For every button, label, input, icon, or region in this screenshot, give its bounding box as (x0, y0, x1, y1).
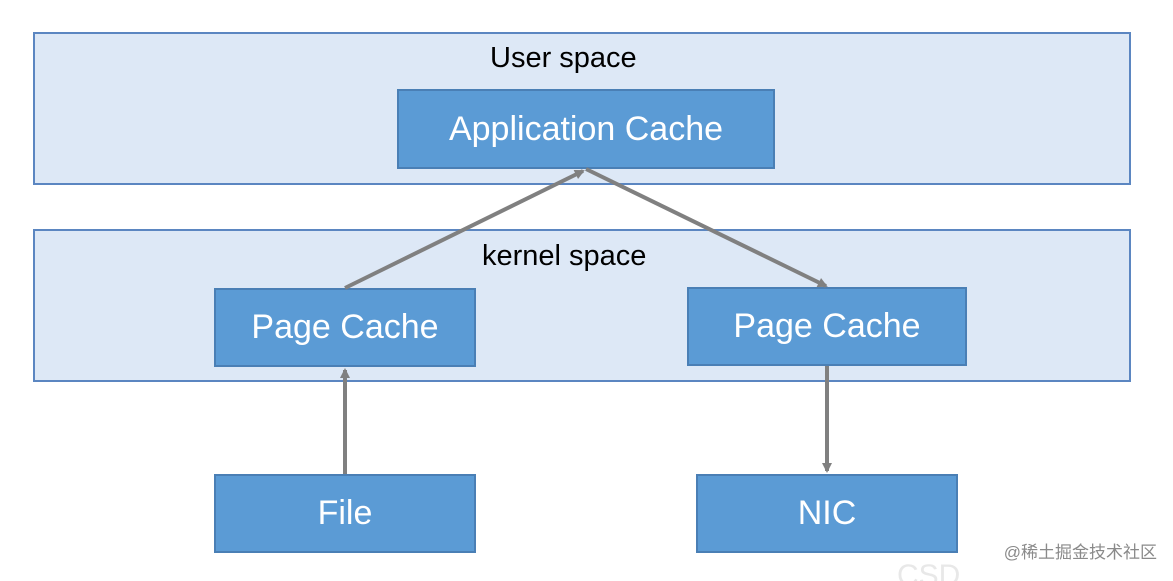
page-cache-right-box: Page Cache (687, 287, 967, 366)
nic-box: NIC (696, 474, 958, 553)
watermark-text: @稀土掘金技术社区 (1003, 543, 1157, 562)
application-cache-box: Application Cache (397, 89, 775, 169)
page-cache-left-box: Page Cache (214, 288, 476, 367)
user-space-label: User space (490, 42, 637, 74)
watermark-ghost-text: CSD (897, 559, 961, 581)
file-box: File (214, 474, 476, 553)
kernel-space-label: kernel space (482, 240, 647, 272)
